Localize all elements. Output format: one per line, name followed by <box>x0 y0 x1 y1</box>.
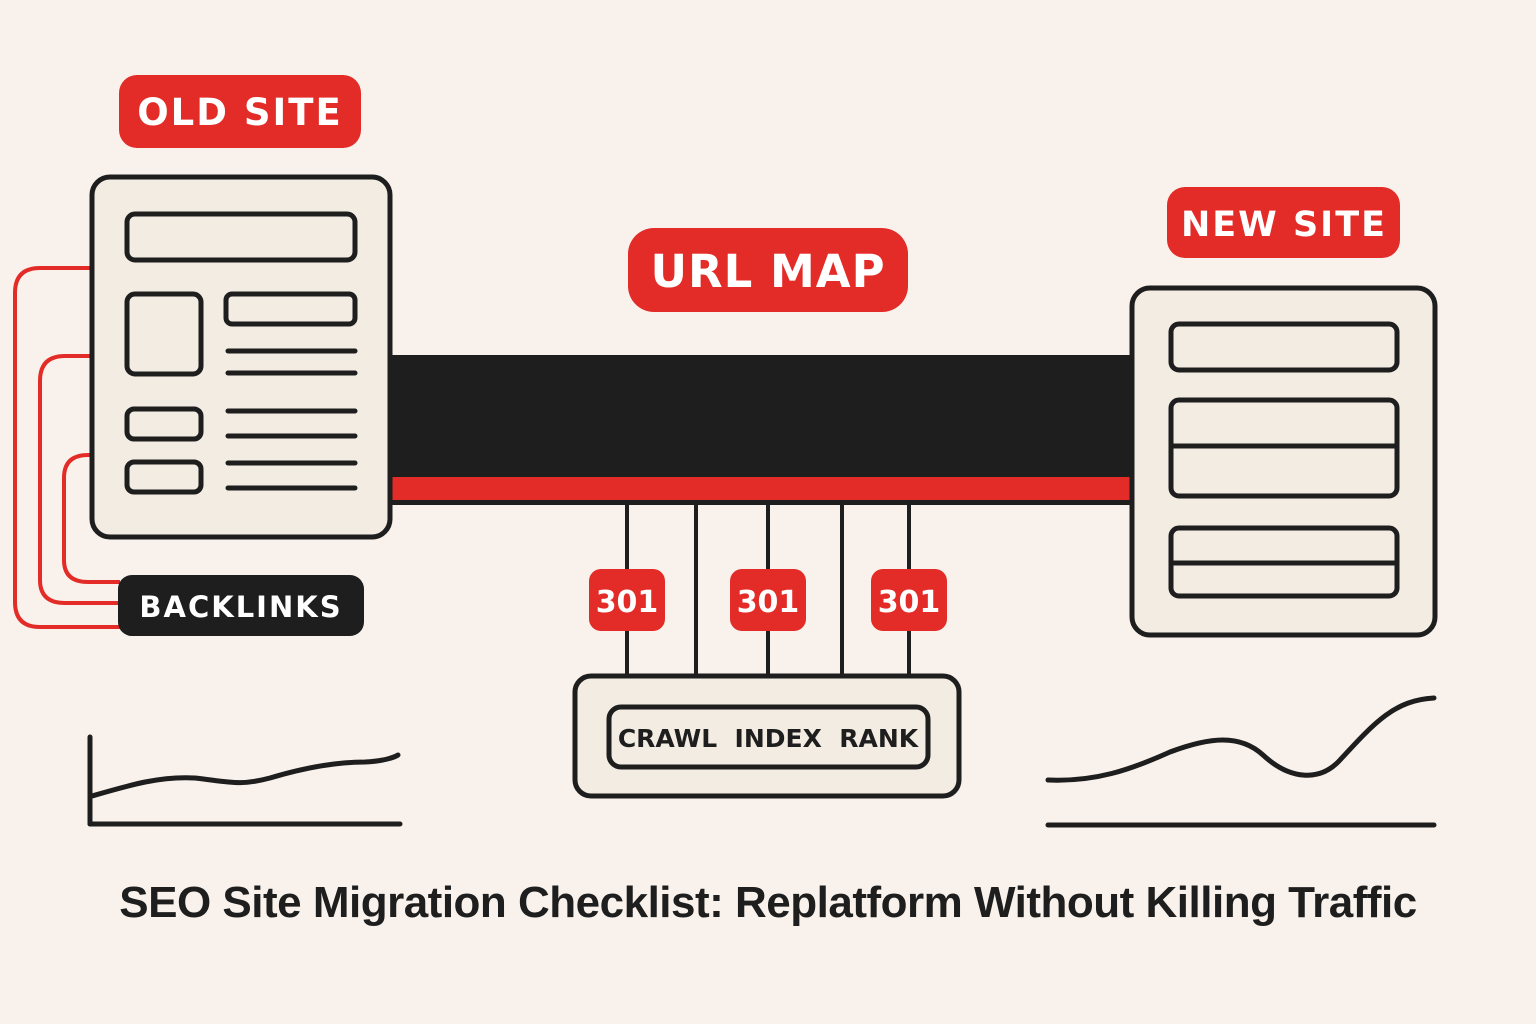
new-traffic-chart-icon <box>1045 695 1437 828</box>
backlink-connectors <box>13 266 120 629</box>
redirect-label-3: 301 <box>878 585 941 620</box>
old-site-badge: OLD SITE <box>119 75 361 148</box>
url-map-label: URL MAP <box>650 245 885 298</box>
backlinks-label: BACKLINKS <box>139 590 342 624</box>
url-map-badge: URL MAP <box>628 228 908 312</box>
search-engine-pipeline: CRAWL INDEX RANK <box>572 673 962 799</box>
redirect-label-2: 301 <box>737 585 800 620</box>
old-traffic-chart-icon <box>87 734 403 827</box>
backlink-connector-1 <box>13 266 120 629</box>
page-title: SEO Site Migration Checklist: Replatform… <box>119 878 1417 927</box>
redirect-badge-2: 301 <box>730 569 806 631</box>
redirect-badge-1: 301 <box>589 569 665 631</box>
backlink-connector-2 <box>38 354 120 605</box>
url-map-bridge <box>385 355 1137 505</box>
redirect-label-1: 301 <box>596 585 659 620</box>
redirect-badge-3: 301 <box>871 569 947 631</box>
pipeline-label: CRAWL INDEX RANK <box>618 724 920 753</box>
old-site-label: OLD SITE <box>137 91 343 134</box>
backlinks-badge: BACKLINKS <box>118 575 364 636</box>
new-site-icon <box>1129 285 1438 638</box>
new-site-badge: NEW SITE <box>1167 187 1400 258</box>
new-site-label: NEW SITE <box>1181 205 1387 245</box>
old-site-icon <box>89 174 393 540</box>
backlink-connector-3 <box>62 453 120 584</box>
